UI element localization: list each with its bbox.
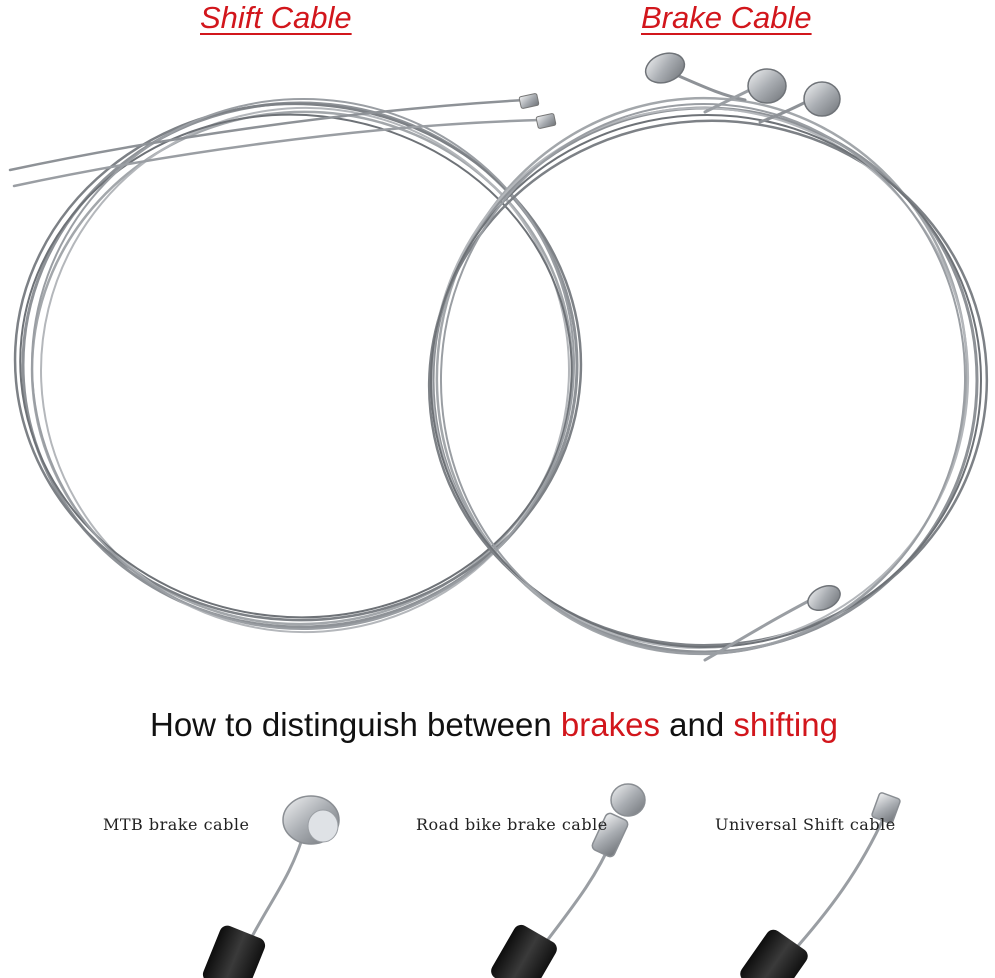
universal-shift-cable-caption: Universal Shift cable [715, 815, 896, 834]
headline-shifting: shifting [733, 706, 838, 743]
headline-brakes: brakes [560, 706, 660, 743]
brake-cable-barrel-icon [644, 52, 841, 612]
mtb-cable-end-icon [202, 795, 340, 978]
brake-cable-coil [427, 68, 989, 662]
road-cable-end-icon [491, 783, 646, 978]
distinguish-headline: How to distinguish between brakes and sh… [150, 706, 838, 744]
headline-text-1: How to distinguish between [150, 706, 561, 743]
mtb-brake-cable-caption: MTB brake cable [103, 815, 250, 834]
shift-cable-coil [8, 97, 583, 634]
headline-text-2: and [659, 706, 734, 743]
brake-cable-title: Brake Cable [641, 0, 812, 35]
road-brake-cable-caption: Road bike brake cable [416, 815, 608, 834]
shift-cable-title: Shift Cable [200, 0, 352, 35]
universal-cable-end-icon [740, 792, 901, 978]
shift-cable-tip-icon [518, 93, 557, 129]
